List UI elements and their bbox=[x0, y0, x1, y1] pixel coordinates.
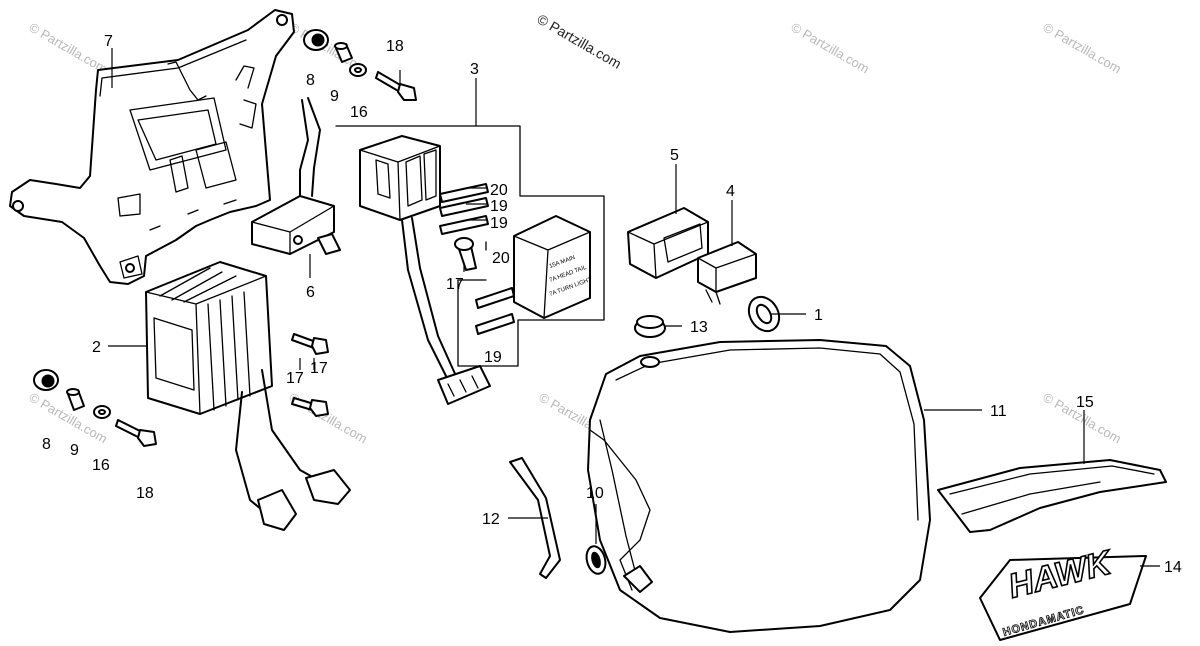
part-16-washer-lower bbox=[93, 405, 111, 419]
callout-12: 12 bbox=[482, 511, 500, 528]
part-19-fuse-c bbox=[475, 313, 515, 335]
callout-13: 13 bbox=[690, 319, 708, 336]
part-17-bolt-b bbox=[291, 397, 329, 417]
callout-5: 5 bbox=[670, 147, 679, 164]
callout-10: 10 bbox=[586, 485, 604, 502]
part-19-fuse-a bbox=[439, 197, 489, 217]
part-7-bracket bbox=[9, 9, 295, 285]
part-5-bracket bbox=[627, 207, 709, 279]
callout-17: 17 bbox=[310, 360, 328, 377]
part-14-emblem: HAWK HONDAMATIC bbox=[979, 542, 1147, 641]
part-17-bolt-a bbox=[291, 333, 329, 355]
part-13-grommet bbox=[634, 315, 666, 338]
watermark-main: © Partzilla.com bbox=[535, 11, 625, 72]
part-4-relay bbox=[697, 241, 757, 305]
watermark-text: © Partzilla.com bbox=[1041, 20, 1124, 77]
callout-7: 7 bbox=[104, 33, 113, 50]
part-18-bolt-lower bbox=[115, 419, 157, 447]
part-6-relay bbox=[251, 97, 341, 255]
part-20-fuse-b bbox=[475, 287, 515, 309]
part-9-collar-upper bbox=[334, 42, 353, 63]
callout-15: 15 bbox=[1076, 394, 1094, 411]
callout-3: 3 bbox=[470, 61, 479, 78]
callout-4: 4 bbox=[726, 183, 735, 200]
callout-1: 1 bbox=[814, 307, 823, 324]
callout-19: 19 bbox=[490, 215, 508, 232]
part-10-grommet bbox=[585, 545, 607, 575]
callout-17: 17 bbox=[286, 370, 304, 387]
callout-labels: 7 8 9 16 18 3 5 4 20 19 19 20 17 19 6 2 … bbox=[42, 33, 1182, 576]
part-3-fuse-box-group bbox=[335, 125, 605, 405]
callout-19: 19 bbox=[490, 198, 508, 215]
callout-20: 20 bbox=[490, 182, 508, 199]
part-2-regulator bbox=[145, 261, 351, 531]
callout-6: 6 bbox=[306, 284, 315, 301]
callout-8: 8 bbox=[42, 436, 51, 453]
part-15-stripe bbox=[937, 459, 1167, 533]
callout-16: 16 bbox=[350, 104, 368, 121]
callout-19: 19 bbox=[484, 349, 502, 366]
part-9-collar-lower bbox=[66, 388, 85, 411]
callout-14: 14 bbox=[1164, 559, 1182, 576]
callout-17: 17 bbox=[446, 276, 464, 293]
fuse-box-cover: 15A MAIN 7A HEAD TAIL 7A TURN LIGHT bbox=[513, 215, 593, 319]
callout-18: 18 bbox=[136, 485, 154, 502]
part-8-grommet-upper bbox=[303, 29, 329, 51]
part-18-bolt-upper bbox=[375, 71, 417, 101]
callout-11: 11 bbox=[990, 403, 1007, 420]
part-16-washer-upper bbox=[349, 63, 367, 77]
watermark-text: © Partzilla.com bbox=[287, 390, 370, 447]
callout-16: 16 bbox=[92, 457, 110, 474]
watermark-text: © Partzilla.com bbox=[789, 20, 872, 77]
part-11-side-cover bbox=[587, 339, 931, 633]
callout-9: 9 bbox=[70, 442, 79, 459]
part-19-fuse-b bbox=[439, 215, 489, 235]
callout-9: 9 bbox=[330, 88, 339, 105]
part-1-grommet bbox=[747, 295, 781, 333]
callout-18: 18 bbox=[386, 38, 404, 55]
part-17-bolt-c bbox=[454, 237, 477, 271]
watermark-text: © Partzilla.com bbox=[27, 20, 110, 77]
callout-2: 2 bbox=[92, 339, 101, 356]
callout-20: 20 bbox=[492, 250, 510, 267]
leader-lines bbox=[108, 48, 1160, 567]
part-12-trim bbox=[509, 457, 561, 579]
part-8-grommet-lower bbox=[33, 369, 59, 391]
callout-8: 8 bbox=[306, 72, 315, 89]
